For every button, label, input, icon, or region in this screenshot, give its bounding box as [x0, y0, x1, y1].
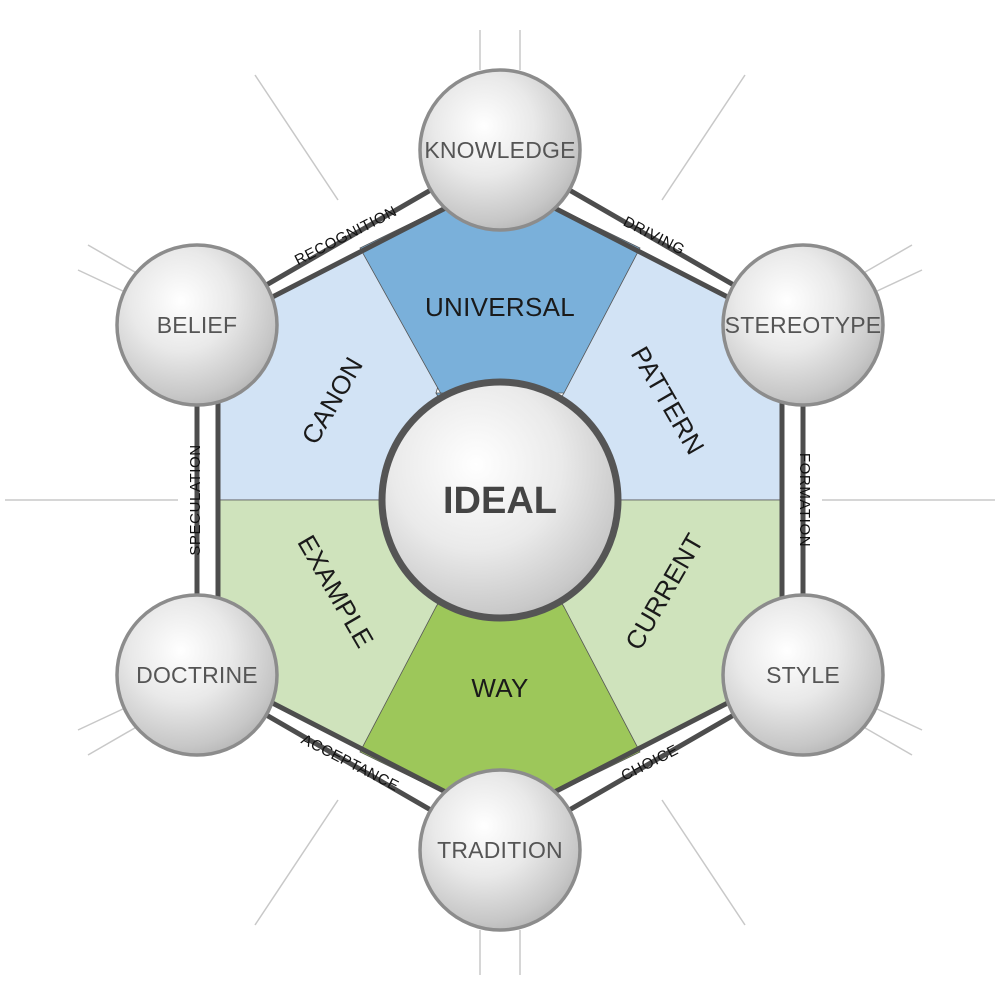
node-knowledge: KNOWLEDGE [418, 68, 582, 232]
background-spokes [5, 30, 995, 975]
center-label: IDEAL [443, 480, 557, 522]
spoke [661, 74, 746, 201]
node-doctrine: DOCTRINE [115, 593, 279, 757]
node-belief: BELIEF [115, 243, 279, 407]
node-label-knowledge: KNOWLEDGE [424, 137, 575, 163]
spoke [254, 74, 339, 201]
spoke [87, 724, 141, 756]
spoke [874, 269, 923, 293]
node-label-style: STYLE [766, 662, 840, 688]
spoke [874, 707, 923, 731]
spoke [77, 269, 126, 293]
sector-label-top: UNIVERSAL [425, 292, 575, 322]
spoke [859, 244, 913, 276]
node-stereotype: STEREOTYPE [721, 243, 885, 407]
node-label-stereotype: STEREOTYPE [725, 312, 882, 338]
node-label-tradition: TRADITION [437, 837, 563, 863]
center-sphere [378, 378, 622, 622]
node-label-doctrine: DOCTRINE [136, 662, 258, 688]
spoke [77, 707, 126, 731]
spoke [254, 799, 339, 926]
node-style: STYLE [721, 593, 885, 757]
edge-label-formation: FORMATION [796, 453, 813, 547]
edge-label-speculation: SPECULATION [187, 444, 204, 555]
node-label-belief: BELIEF [157, 312, 237, 338]
spoke [859, 724, 913, 756]
spoke [661, 799, 746, 926]
sector-top [359, 179, 641, 501]
node-tradition: TRADITION [418, 768, 582, 932]
sector-label-bottom: WAY [471, 673, 528, 703]
spoke [87, 244, 141, 276]
